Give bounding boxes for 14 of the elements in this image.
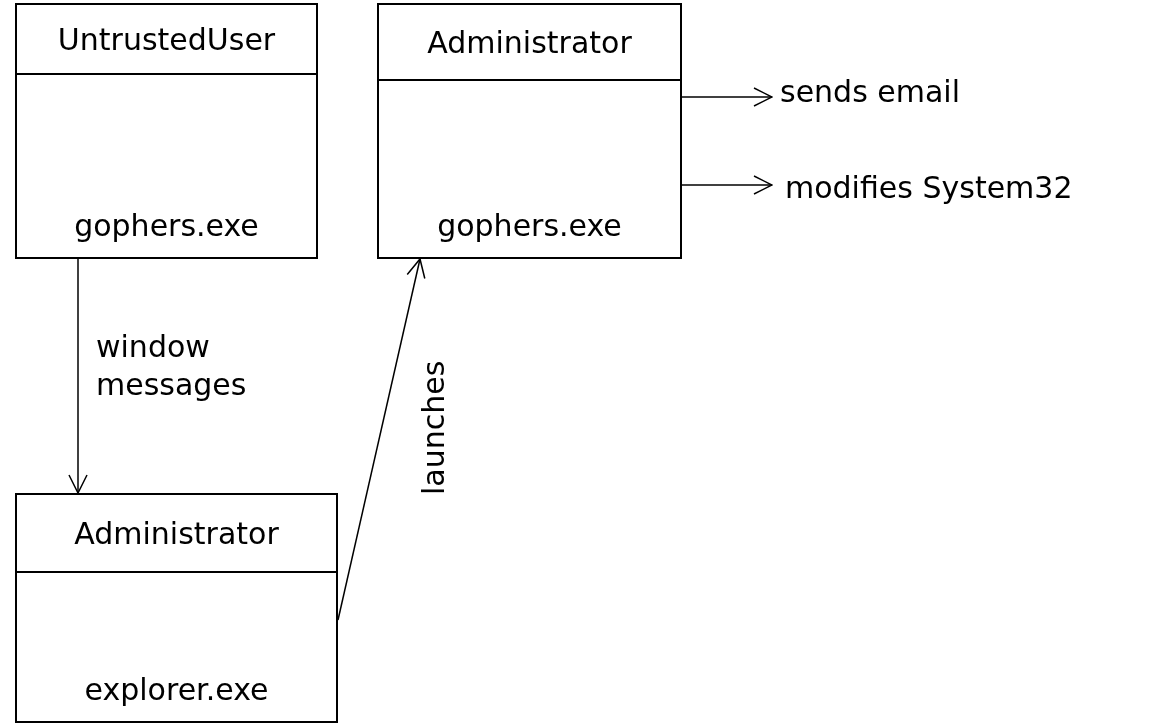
arrow — [681, 87, 773, 107]
class-box — [15, 3, 318, 259]
box-title: Administrator — [74, 515, 279, 551]
box-title: UntrustedUser — [57, 21, 276, 57]
process-name: gophers.exe — [437, 208, 622, 243]
process-name: gophers.exe — [74, 208, 259, 243]
class-box — [15, 493, 338, 723]
process-name: explorer.exe — [84, 672, 269, 707]
action-label: sends email — [780, 70, 961, 114]
arrow — [681, 175, 773, 195]
arrow — [68, 258, 88, 494]
action-label: modifies System32 — [785, 166, 1073, 210]
class-box — [377, 3, 682, 259]
box-title: Administrator — [427, 24, 632, 60]
